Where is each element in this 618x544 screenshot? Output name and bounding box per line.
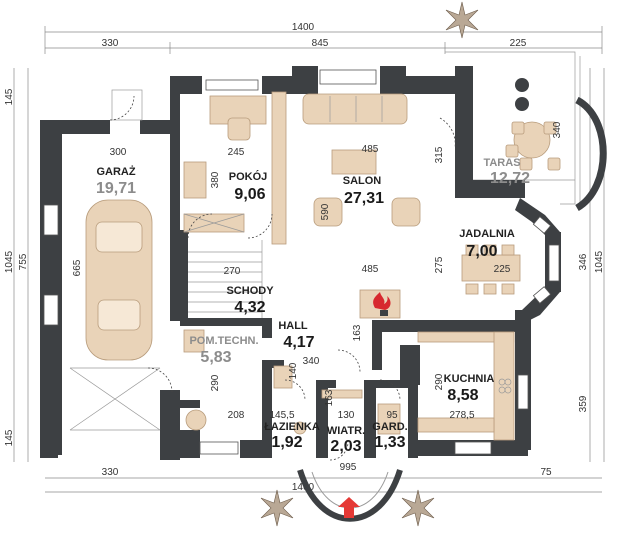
dim-top-mid: 845 bbox=[312, 38, 329, 49]
dim-hall-d: 163 bbox=[352, 324, 363, 341]
walls bbox=[40, 66, 561, 460]
dim-pokoj-w: 245 bbox=[228, 147, 245, 158]
dim-entrance-width: 995 bbox=[340, 462, 357, 473]
dim-hall-w: 485 bbox=[362, 264, 379, 275]
room-jadalnia-area: 7,00 bbox=[466, 243, 497, 260]
dim-top-total: 1400 bbox=[292, 22, 315, 33]
terrace-outline bbox=[445, 51, 607, 212]
dim-left-top: 145 bbox=[4, 88, 15, 105]
dim-taras-d: 340 bbox=[552, 121, 563, 138]
room-pokoj-name: POKÓJ bbox=[229, 170, 268, 183]
room-taras-name: TARAS bbox=[483, 157, 520, 169]
dim-schody-w: 270 bbox=[224, 266, 241, 277]
room-wiatr-name: WIATR. bbox=[327, 425, 365, 437]
dim-bottom-right: 75 bbox=[540, 467, 552, 478]
dim-jadalnia-w: 225 bbox=[494, 264, 511, 275]
room-jadalnia-name: JADALNIA bbox=[459, 228, 515, 240]
dimension-lines bbox=[13, 26, 605, 493]
room-gard-name: GARD. bbox=[372, 421, 407, 433]
room-salon-name: SALON bbox=[343, 175, 382, 187]
dim-right-top: 346 bbox=[578, 253, 589, 270]
dim-lazienka-w: 145,5 bbox=[269, 410, 294, 421]
room-kuchnia-name: KUCHNIA bbox=[444, 373, 495, 385]
windows bbox=[43, 69, 560, 455]
dim-left-bottom: 145 bbox=[4, 429, 15, 446]
fireplace-flame-icon bbox=[373, 292, 391, 310]
dim-wiatr-w: 130 bbox=[338, 410, 355, 421]
furniture bbox=[69, 78, 561, 441]
room-pom-techn-name: POM.TECHN. bbox=[189, 335, 258, 347]
room-hall-area: 4,17 bbox=[283, 334, 314, 351]
red-up-arrow-icon bbox=[338, 497, 360, 518]
room-hall-name: HALL bbox=[278, 320, 308, 332]
room-schody-name: SCHODY bbox=[226, 285, 274, 297]
dim-right-total: 1045 bbox=[594, 250, 605, 273]
room-lazienka-name: ŁAZIENKA bbox=[264, 421, 320, 433]
dim-salon-right: 315 bbox=[434, 146, 445, 163]
room-gard-area: 1,33 bbox=[374, 434, 405, 451]
dim-pokoj-d: 380 bbox=[210, 171, 221, 188]
room-wiatr-area: 2,03 bbox=[330, 438, 361, 455]
dim-wiatr-d: 163 bbox=[324, 389, 335, 406]
dim-salon-d: 590 bbox=[320, 203, 331, 220]
room-schody-area: 4,32 bbox=[234, 299, 265, 316]
doors bbox=[109, 95, 456, 461]
room-garaz-area: 19,71 bbox=[96, 180, 136, 197]
dim-top-right: 225 bbox=[510, 38, 527, 49]
room-salon-area: 27,31 bbox=[344, 190, 384, 207]
room-garaz-name: GARAŻ bbox=[96, 165, 135, 178]
room-taras-area: 12,72 bbox=[490, 170, 530, 187]
potted-plant-icon bbox=[445, 1, 479, 39]
dim-left-total: 1045 bbox=[4, 250, 15, 273]
dim-jadalnia-d: 275 bbox=[434, 256, 445, 273]
dim-kuchnia-w: 278,5 bbox=[449, 410, 474, 421]
dim-kuchnia-d: 290 bbox=[434, 373, 445, 390]
potted-plant-icon bbox=[260, 489, 294, 527]
dim-techn-bottom: 208 bbox=[228, 410, 245, 421]
room-kuchnia-area: 8,58 bbox=[447, 387, 478, 404]
potted-plant-icon bbox=[401, 489, 435, 527]
dim-bottom-left: 330 bbox=[102, 467, 119, 478]
dim-top-left: 330 bbox=[102, 38, 119, 49]
room-pokoj-area: 9,06 bbox=[234, 186, 265, 203]
dim-right-bottom: 359 bbox=[578, 395, 589, 412]
room-pom-techn-area: 5,83 bbox=[200, 349, 231, 366]
dim-salon-w: 485 bbox=[362, 144, 379, 155]
dim-bottom-total: 1400 bbox=[292, 482, 315, 493]
dim-hall-top: 140 bbox=[288, 362, 299, 379]
room-lazienka-area: 1,92 bbox=[271, 434, 302, 451]
dim-garage-depth: 665 bbox=[72, 259, 83, 276]
dim-left-mid: 755 bbox=[18, 253, 29, 270]
dim-techn-w: 340 bbox=[303, 356, 320, 367]
dim-techn-d: 290 bbox=[210, 374, 221, 391]
dim-garage-width: 300 bbox=[110, 147, 127, 158]
dim-gard-w: 95 bbox=[386, 410, 398, 421]
